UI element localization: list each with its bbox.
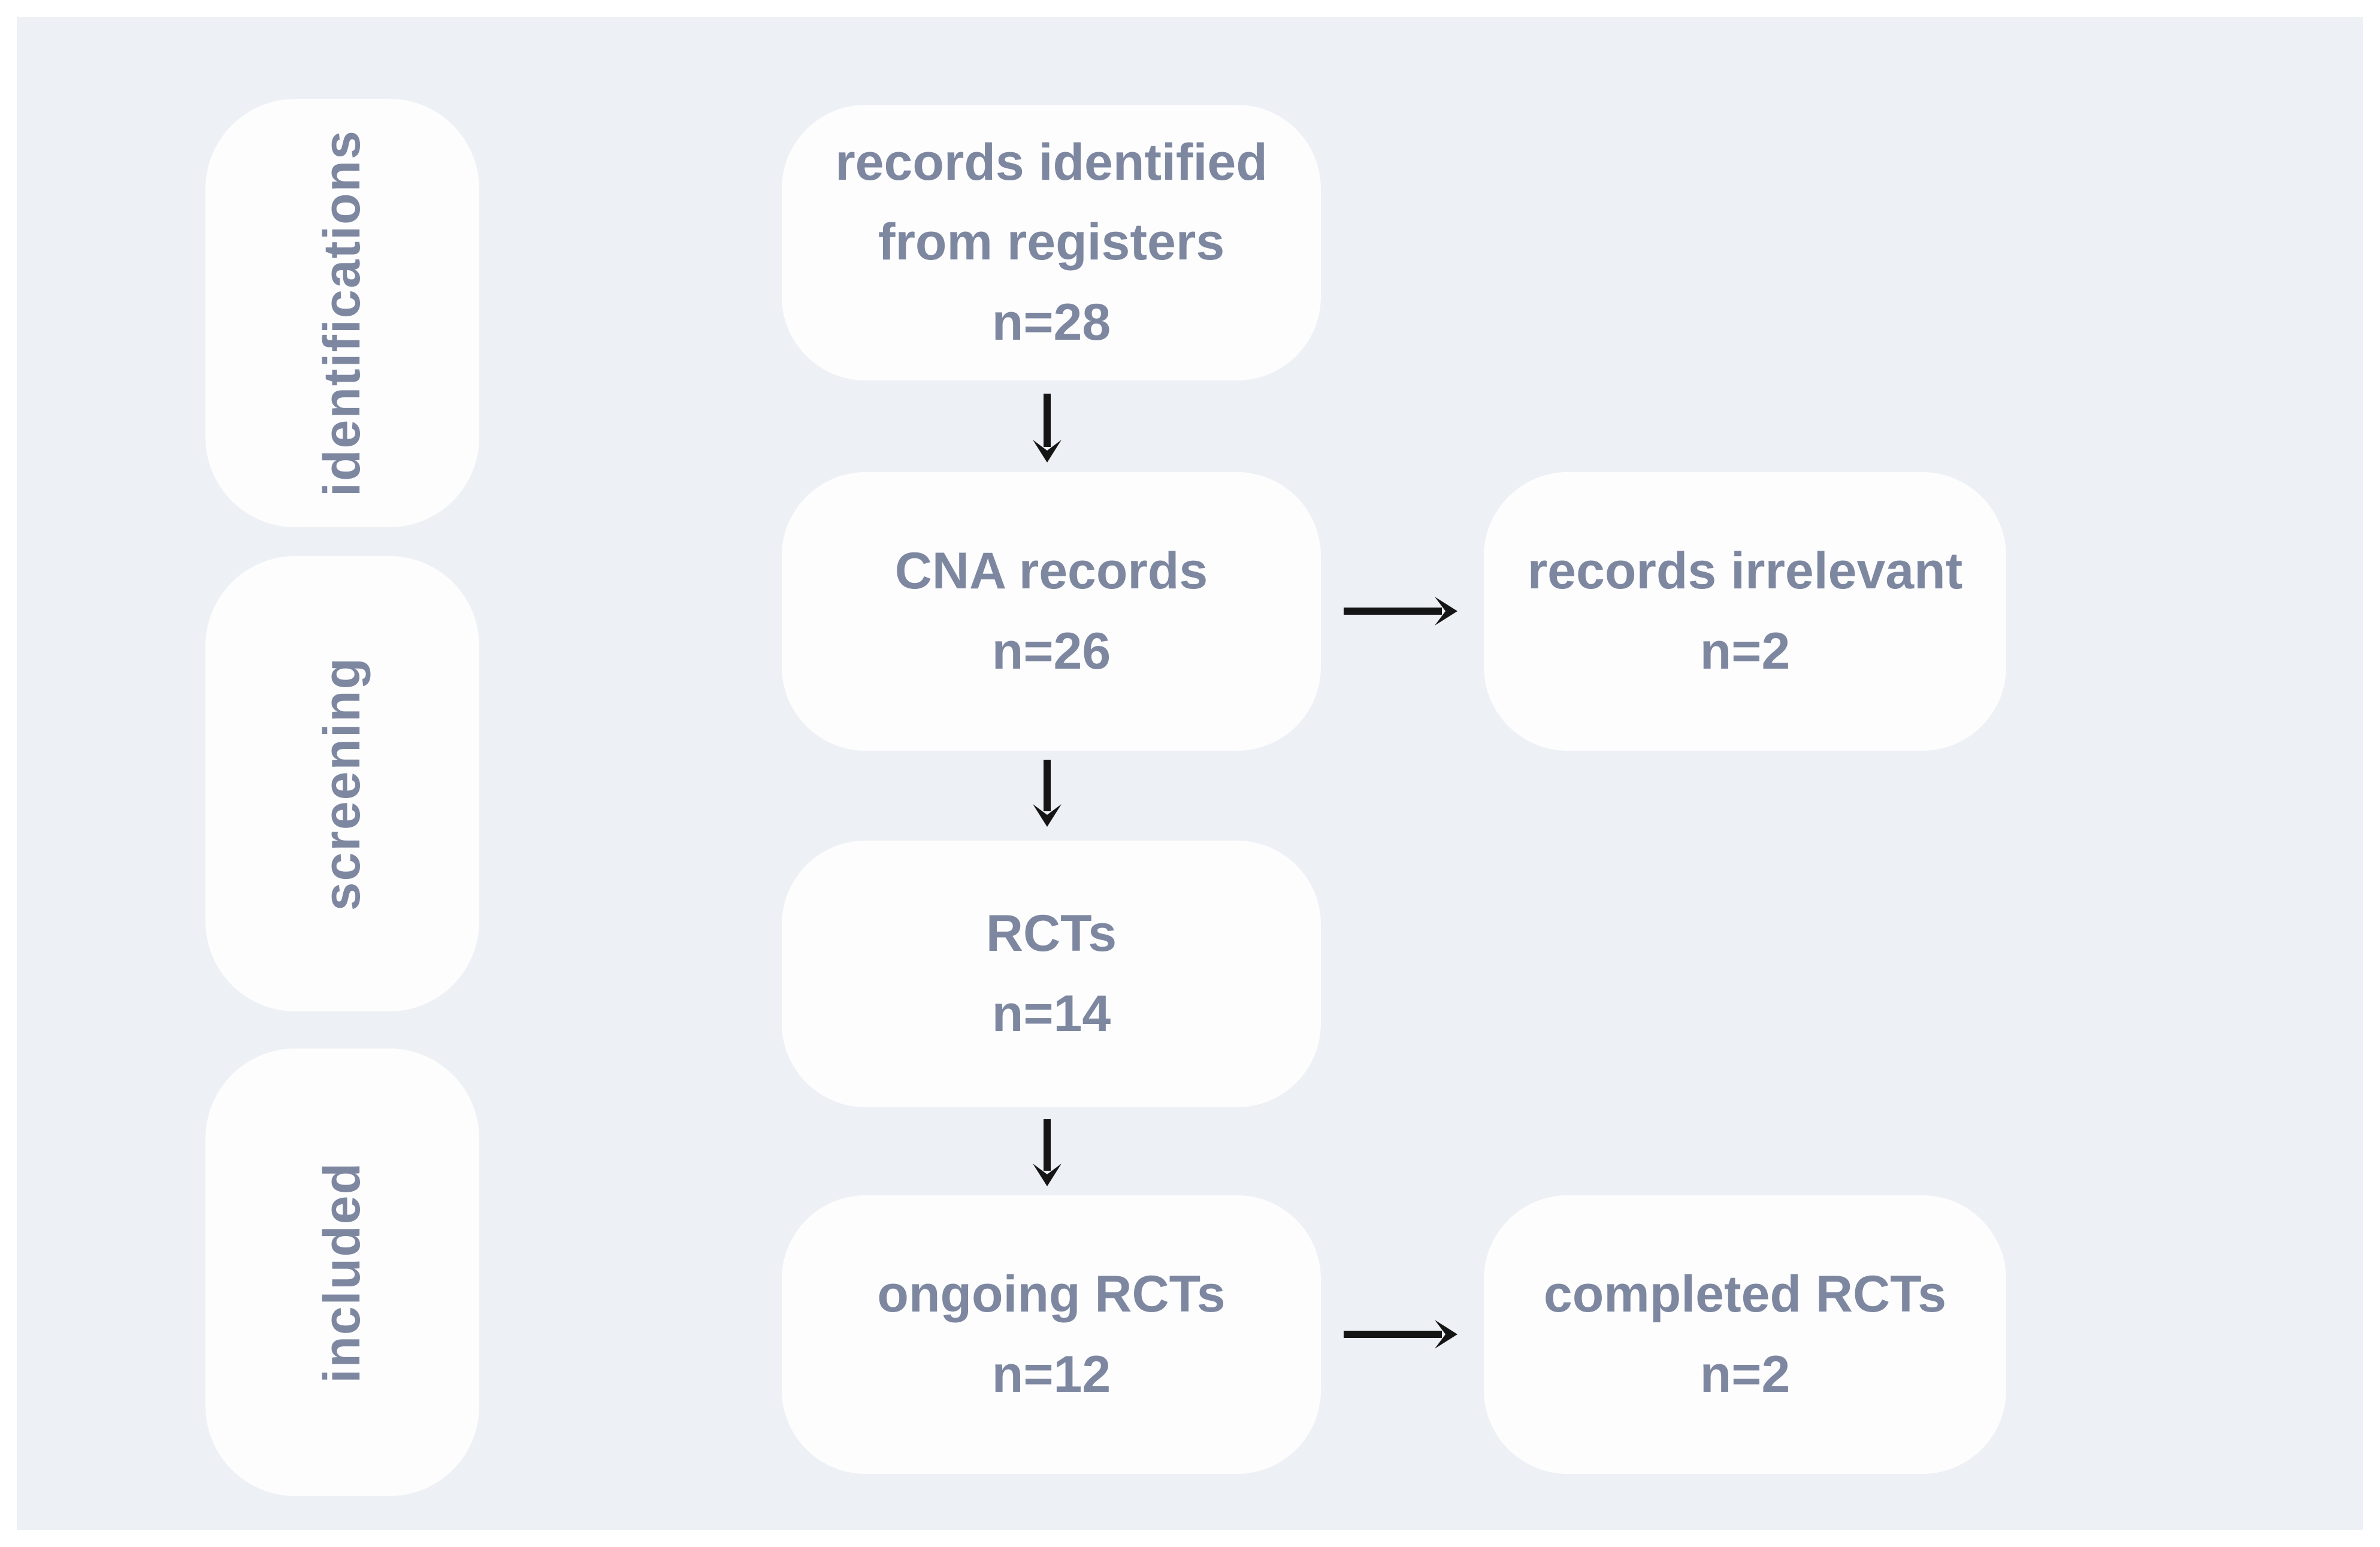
stage-label-screening: screening xyxy=(313,656,371,911)
node-cna-records-count: n=26 xyxy=(991,622,1111,680)
stage-box-identifications: identifications xyxy=(205,99,479,527)
node-records-irrelevant: records irrelevant n=2 xyxy=(1484,472,2006,751)
stage-label-identifications: identifications xyxy=(313,129,371,497)
node-ongoing-rcts-count: n=12 xyxy=(991,1345,1111,1403)
stage-label-included: included xyxy=(313,1161,371,1383)
node-cna-records-label: CNA records xyxy=(894,542,1208,600)
node-records-identified-label: records identified from registers xyxy=(835,134,1268,271)
node-records-irrelevant-label: records irrelevant xyxy=(1527,542,1963,600)
node-ongoing-rcts: ongoing RCTs n=12 xyxy=(782,1195,1321,1474)
node-rcts-label: RCTs xyxy=(985,905,1117,963)
stage-box-screening: screening xyxy=(205,556,479,1011)
node-records-identified-count: n=28 xyxy=(991,293,1111,351)
node-cna-records: CNA records n=26 xyxy=(782,472,1321,751)
node-records-irrelevant-count: n=2 xyxy=(1699,622,1791,680)
node-ongoing-rcts-label: ongoing RCTs xyxy=(877,1265,1226,1324)
node-completed-rcts: completed RCTs n=2 xyxy=(1484,1195,2006,1474)
stage-box-included: included xyxy=(205,1049,479,1496)
node-completed-rcts-label: completed RCTs xyxy=(1543,1265,1947,1324)
node-records-identified: records identified from registers n=28 xyxy=(782,105,1321,380)
node-completed-rcts-count: n=2 xyxy=(1699,1345,1791,1403)
node-rcts-count: n=14 xyxy=(991,984,1111,1043)
node-rcts: RCTs n=14 xyxy=(782,841,1321,1107)
